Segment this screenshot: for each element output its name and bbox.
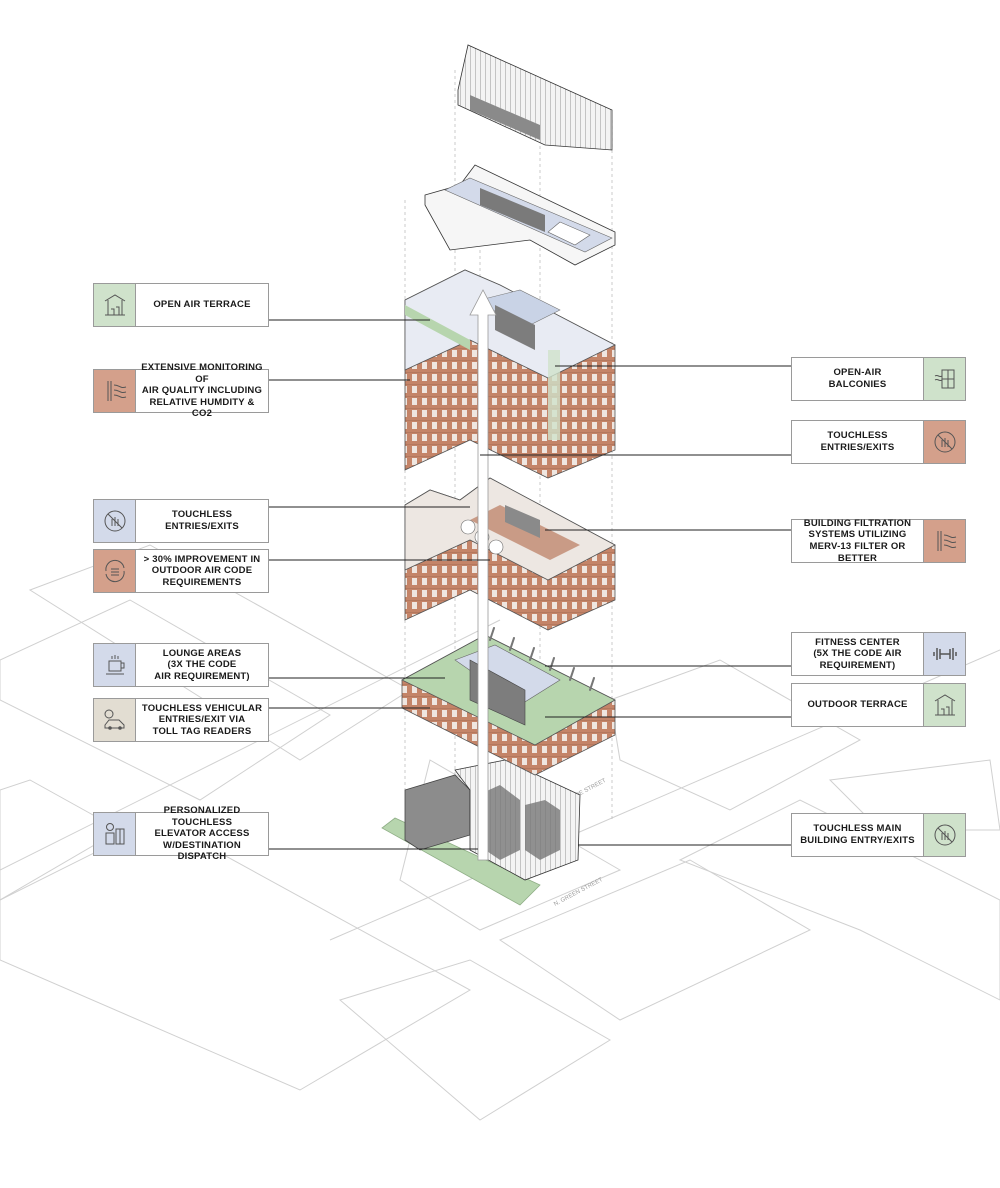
callout-vehicular-entries: TOUCHLESS VEHICULAR ENTRIES/EXIT VIA TOL…	[93, 698, 269, 742]
callout-label: OPEN AIR TERRACE	[153, 299, 251, 311]
callout-label: PERSONALIZED TOUCHLESS ELEVATOR ACCESS W…	[154, 805, 250, 863]
callout-icon-box	[94, 500, 136, 542]
upper-residential-block	[404, 269, 616, 479]
touchless-hand-icon	[934, 431, 955, 453]
callout-touchless-main-entry: TOUCHLESS MAIN BUILDING ENTRY/EXITS	[791, 813, 966, 857]
callout-icon-box	[94, 550, 136, 592]
callout-label: TOUCHLESS MAIN BUILDING ENTRY/EXITS	[800, 823, 915, 846]
callout-open-air-terrace: OPEN AIR TERRACE	[93, 283, 269, 327]
callout-open-air-balconies: OPEN-AIR BALCONIES	[791, 357, 966, 401]
callout-fitness-center: FITNESS CENTER (5X THE CODE AIR REQUIREM…	[791, 632, 966, 676]
elevator-access-icon	[105, 823, 124, 845]
leader-lines	[268, 319, 792, 850]
balcony-icon	[934, 369, 954, 389]
callout-outdoor-air-improvement: > 30% IMPROVEMENT IN OUTDOOR AIR CODE RE…	[93, 549, 269, 593]
callout-building-filtration: BUILDING FILTRATION SYSTEMS UTILIZING ME…	[791, 517, 966, 564]
callout-label: TOUCHLESS ENTRIES/EXITS	[820, 430, 895, 453]
outdoor-air-cycle-icon	[104, 559, 125, 583]
podium-level	[401, 627, 616, 776]
touchless-hand-icon	[934, 824, 955, 846]
callout-icon-box	[94, 284, 136, 326]
callout-icon-box	[923, 814, 965, 856]
callout-icon-box	[923, 633, 965, 675]
elevator-core-arrow	[469, 289, 497, 861]
amenity-floor-plate	[424, 164, 616, 266]
filtration-icon	[937, 531, 956, 551]
open-air-terrace-icon	[104, 294, 125, 316]
callout-label: EXTENSIVE MONITORING OF AIR QUALITY INCL…	[141, 362, 263, 420]
dumbbell-icon	[932, 648, 957, 660]
callout-icon-box	[923, 520, 965, 562]
callout-label: OUTDOOR TERRACE	[807, 699, 908, 711]
callout-icon-box	[94, 813, 136, 855]
outdoor-terrace-icon	[934, 694, 955, 716]
street-label-green: N. GREEN STREET	[553, 877, 604, 908]
callout-label: LOUNGE AREAS (3X THE CODE AIR REQUIREMEN…	[154, 647, 250, 682]
vehicle-toll-icon	[104, 709, 124, 730]
callout-air-quality-monitoring: EXTENSIVE MONITORING OF AIR QUALITY INCL…	[93, 362, 269, 420]
callout-label: > 30% IMPROVEMENT IN OUTDOOR AIR CODE RE…	[143, 553, 261, 588]
rooftop-crown	[457, 44, 613, 151]
ground-level-block	[404, 759, 581, 881]
callout-label: BUILDING FILTRATION SYSTEMS UTILIZING ME…	[803, 517, 912, 564]
air-monitoring-icon	[107, 381, 126, 401]
callout-elevator-access: PERSONALIZED TOUCHLESS ELEVATOR ACCESS W…	[93, 805, 269, 863]
callout-icon-box	[923, 421, 965, 463]
mid-residential-block	[404, 477, 616, 631]
callout-lounge-areas: LOUNGE AREAS (3X THE CODE AIR REQUIREMEN…	[93, 643, 269, 687]
callout-touchless-entries-upper: TOUCHLESS ENTRIES/EXITS	[791, 420, 966, 464]
callout-label: OPEN-AIR BALCONIES	[828, 367, 887, 390]
touchless-hand-icon	[104, 510, 125, 532]
callout-icon-box	[923, 358, 965, 400]
callout-outdoor-terrace: OUTDOOR TERRACE	[791, 683, 966, 727]
callout-icon-box	[94, 370, 136, 412]
callout-icon-box	[923, 684, 965, 726]
callout-icon-box	[94, 699, 136, 741]
callout-label: TOUCHLESS ENTRIES/EXITS	[165, 509, 239, 532]
lounge-cup-icon	[105, 655, 124, 675]
callout-icon-box	[94, 644, 136, 686]
callout-label: FITNESS CENTER (5X THE CODE AIR REQUIREM…	[813, 636, 902, 671]
callout-label: TOUCHLESS VEHICULAR ENTRIES/EXIT VIA TOL…	[141, 702, 263, 737]
callout-touchless-entries-mid: TOUCHLESS ENTRIES/EXITS	[93, 499, 269, 543]
